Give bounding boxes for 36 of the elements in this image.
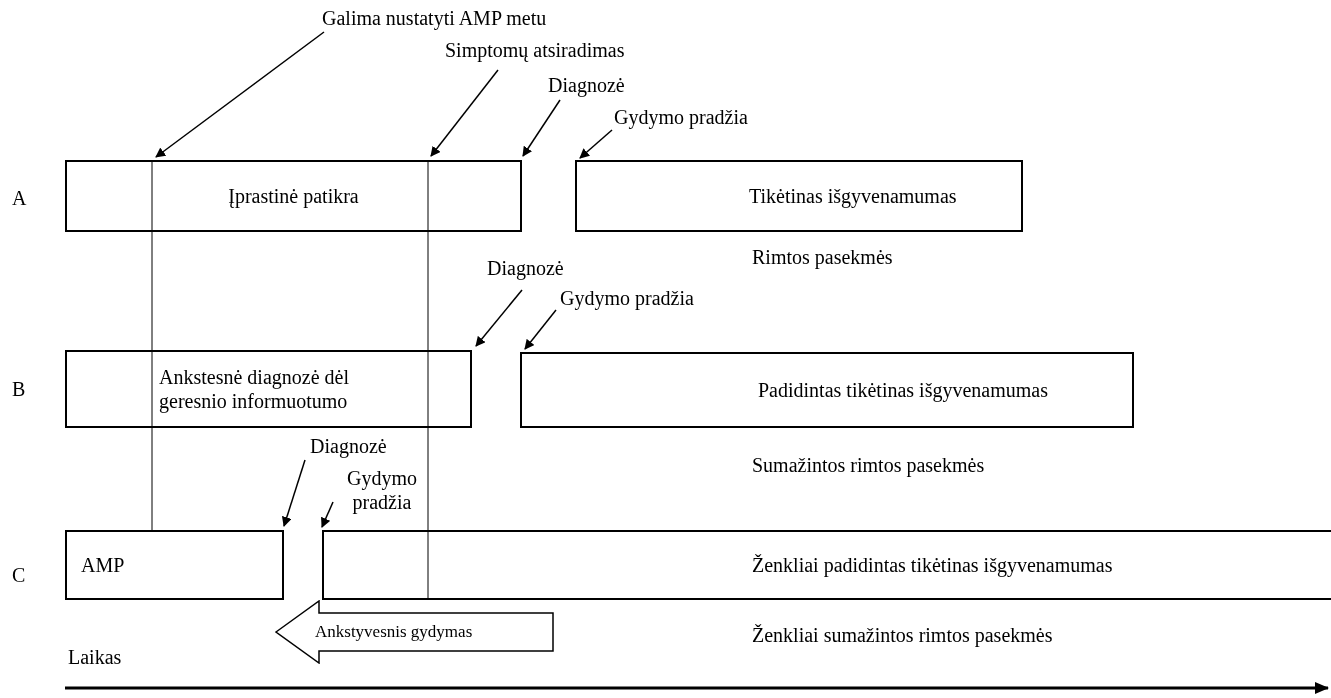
timeline-bar [65,350,472,428]
callout-text: Diagnozė [487,256,564,280]
callout-text: Diagnozė [548,73,625,97]
leader-arrow [579,129,613,159]
timeline-bar [65,530,284,600]
timeline-bar [65,160,522,232]
callout-text: Simptomų atsiradimas [445,38,625,62]
bar-label: Padidintas tikėtinas išgyvenamumas [758,378,1048,402]
note-text: Ženkliai sumažintos rimtos pasekmės [752,623,1053,647]
callout-text: Diagnozė [310,434,387,458]
row-letter: A [12,186,27,210]
bar-label: Tikėtinas išgyvenamumas [749,184,957,208]
leader-arrow [430,69,499,157]
leader-arrow [321,501,334,528]
leader-arrow [522,99,561,157]
callout-text: Gydymo pradžia [560,286,694,310]
note-text: Sumažintos rimtos pasekmės [752,453,985,477]
timeline-bar [520,352,1134,428]
timeline-bar [322,530,1331,600]
row-letter: B [12,377,26,401]
leader-arrow [281,459,306,527]
callout-text: Gydymo pradžia [614,105,748,129]
bar-label: Ženkliai padidintas tikėtinas išgyvenamumas [752,553,1113,577]
timeline-bar [575,160,1023,232]
callout-text: Galima nustatyti AMP metu [322,6,547,30]
bar-label: Ankstesnė diagnozė dėl geresnio informuotumo [159,365,350,413]
callout-text: Gydymo pradžia [336,466,428,514]
bar-label: AMP [81,553,125,577]
leader-arrow [155,31,325,158]
note-text: Rimtos pasekmės [752,245,893,269]
bar-label: Įprastinė patikra [228,184,359,208]
leader-arrow [475,289,523,347]
arrow-label: Ankstyvesnis gydymas [315,621,473,643]
leader-arrow [524,309,557,350]
row-letter: C [12,563,26,587]
note-text: Laikas [68,645,122,669]
